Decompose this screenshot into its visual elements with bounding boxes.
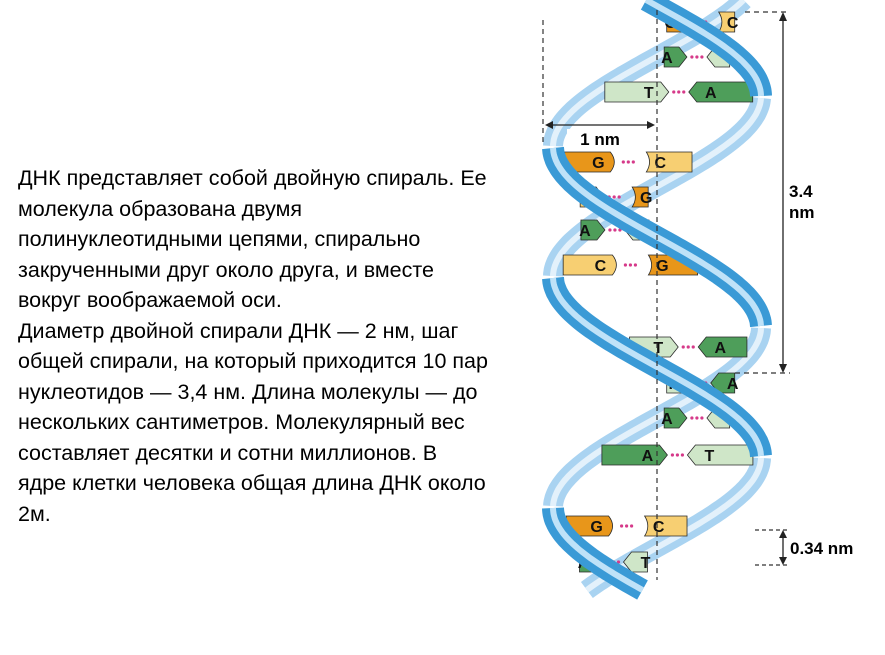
hydrogen-bond-dot	[672, 90, 676, 94]
base-label: T	[644, 85, 654, 102]
base-t	[622, 551, 648, 573]
hydrogen-bond-dot	[682, 90, 686, 94]
base-c	[562, 254, 617, 276]
base-label: A	[705, 85, 717, 102]
diameter-dimension: 1 nm	[545, 121, 655, 149]
base-c	[643, 515, 688, 537]
hydrogen-bond-dot	[677, 90, 681, 94]
hydrogen-bond-dot	[686, 345, 690, 349]
diameter-label: 1 nm	[580, 130, 620, 149]
hydrogen-bond-dot	[619, 524, 624, 528]
base-label: G	[590, 519, 602, 536]
base-label: T	[653, 340, 663, 357]
strand-highlight	[644, 0, 764, 97]
base-label: T	[641, 555, 651, 572]
hydrogen-bond-dot	[690, 55, 694, 59]
base-label: C	[653, 519, 665, 536]
base-a	[697, 336, 748, 358]
strand-highlight	[550, 327, 764, 507]
base-label: T	[705, 448, 715, 465]
pitch-dimension: 3.4 nm	[779, 12, 815, 373]
rise-dimension: 0.34 nm	[779, 530, 853, 565]
base-g	[565, 515, 613, 537]
helix-strands-back	[543, 0, 771, 599]
base-g	[631, 186, 649, 208]
base-c	[645, 151, 693, 173]
base-a	[663, 46, 688, 68]
hydrogen-bond-dot	[631, 160, 635, 164]
strand-highlight	[550, 97, 764, 277]
hydrogen-bond-dot	[629, 524, 634, 528]
hydrogen-bond-dot	[624, 524, 629, 528]
base-label: G	[640, 190, 652, 207]
base-a	[580, 219, 606, 241]
hydrogen-bond-dot	[612, 195, 616, 199]
base-label: A	[727, 376, 739, 393]
base-label: A	[661, 411, 673, 428]
base-label: C	[655, 155, 667, 172]
hydrogen-bond-dot	[700, 416, 704, 420]
base-label: A	[714, 340, 726, 357]
strand-highlight	[550, 507, 644, 593]
hydrogen-bond-dot	[695, 416, 699, 420]
description-paragraph-1: ДНК представляет собой двойную спираль. …	[18, 166, 487, 312]
rise-label: 0.34 nm	[790, 539, 853, 558]
hydrogen-bond-dot	[617, 195, 621, 199]
base-a	[710, 372, 736, 394]
hydrogen-bond-dot	[628, 263, 633, 267]
hydrogen-bond-dot	[691, 345, 695, 349]
base-label: A	[642, 448, 654, 465]
hydrogen-bond-dot	[700, 55, 704, 59]
hydrogen-bond-dot	[690, 416, 694, 420]
base-a	[688, 81, 754, 103]
hydrogen-bond-dot	[626, 160, 630, 164]
pitch-value-label: 3.4	[789, 182, 813, 201]
base-label: A	[579, 223, 591, 240]
base-label: G	[656, 258, 668, 275]
hydrogen-bond-dot	[633, 263, 638, 267]
base-a	[663, 407, 688, 429]
hydrogen-bond-dot	[670, 453, 675, 457]
hydrogen-bond-dot	[608, 228, 612, 232]
hydrogen-bond-dot	[623, 263, 628, 267]
description-text: ДНК представляет собой двойную спираль. …	[18, 163, 488, 529]
strand-highlight	[550, 0, 746, 147]
base-label: A	[661, 50, 673, 67]
base-t	[604, 81, 670, 103]
strand-highlight	[550, 277, 764, 457]
hydrogen-bond-dot	[613, 228, 617, 232]
hydrogen-bond-dot	[675, 453, 680, 457]
hydrogen-bond-dot	[621, 160, 625, 164]
hydrogen-bond-dot	[680, 453, 685, 457]
base-label: G	[592, 155, 604, 172]
base-t	[686, 444, 754, 466]
hydrogen-bond-dot	[695, 55, 699, 59]
base-a	[601, 444, 668, 466]
base-label: C	[595, 258, 607, 275]
pitch-unit-label: nm	[789, 203, 815, 222]
base-label: C	[727, 15, 739, 32]
description-paragraph-2: Диаметр двойной спирали ДНК — 2 нм, шаг …	[18, 318, 488, 526]
base-g	[564, 151, 615, 173]
hydrogen-bond-dot	[681, 345, 685, 349]
base-c	[717, 11, 736, 33]
hydrogen-bond-dot	[616, 560, 621, 564]
